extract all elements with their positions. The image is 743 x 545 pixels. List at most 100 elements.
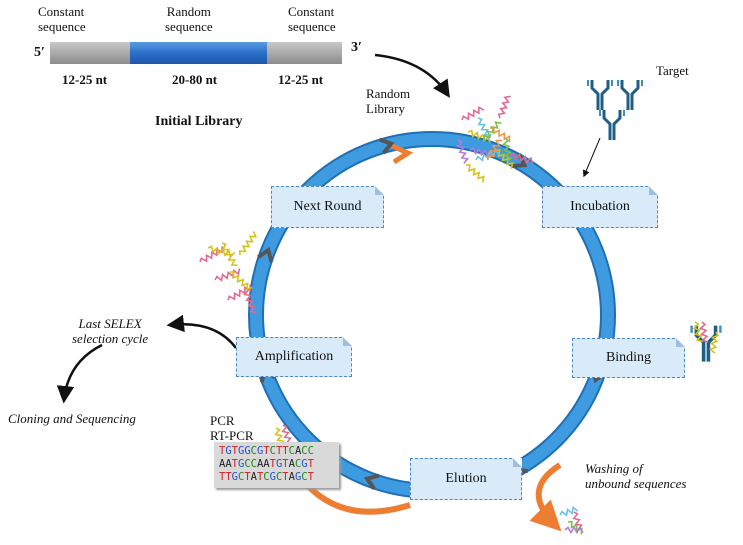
sequence-readout: TGTGGCGTCTTCACC AATGCCAATGTACGT TTGCTATC… — [214, 442, 339, 488]
sequence-base: A — [250, 471, 257, 483]
sequence-base: T — [269, 458, 276, 470]
sequence-base: G — [237, 458, 245, 470]
sequence-base: A — [256, 458, 264, 470]
target-antibodies — [587, 80, 722, 362]
elution-box: Elution — [410, 458, 522, 500]
sequence-base: T — [263, 445, 270, 457]
sequence-base: T — [244, 471, 251, 483]
sequence-base: C — [244, 458, 251, 470]
sequence-base: C — [288, 445, 295, 457]
antibody-icon — [617, 80, 643, 110]
dna-strand — [486, 139, 503, 161]
sequence-base: T — [307, 458, 314, 470]
dna-strand — [489, 126, 511, 143]
library-bar — [50, 42, 342, 64]
sequence-line-3: TTGCTATCGCTAGCT — [219, 471, 339, 484]
dna-strand — [207, 245, 236, 259]
sequence-base: T — [231, 445, 238, 457]
dna-strand — [221, 242, 238, 266]
right-length-label: 12-25 nt — [278, 72, 324, 87]
sequence-base: T — [282, 445, 289, 457]
sequence-base: C — [307, 445, 314, 457]
sequence-base: C — [250, 458, 257, 470]
three-prime-label: 3′ — [351, 40, 362, 55]
antibody-icon — [599, 110, 625, 140]
sequence-base: A — [225, 458, 232, 470]
sequence-base: A — [219, 458, 226, 470]
target-arrow — [582, 137, 601, 178]
dna-strand — [497, 95, 511, 119]
sequence-base: A — [288, 458, 295, 470]
sequence-base: A — [288, 471, 295, 483]
sequence-base: T — [307, 471, 314, 483]
sequence-line-1: TGTGGCGTCTTCACC — [219, 445, 339, 458]
dna-strand — [465, 164, 485, 183]
dna-strand — [502, 137, 513, 163]
last-cycle-arrow — [166, 314, 237, 349]
sequence-base: T — [231, 458, 238, 470]
sequence-base: C — [301, 445, 308, 457]
dna-strand — [567, 520, 583, 535]
sequence-base: G — [275, 458, 283, 470]
library-to-cycle-arrow — [374, 53, 450, 98]
dna-strand — [495, 149, 514, 169]
amplification-box: Amplification — [236, 337, 352, 377]
sequence-base: G — [225, 445, 232, 457]
sequence-base: T — [219, 445, 226, 457]
elution-label: Elution — [445, 471, 487, 486]
sequence-line-2: AATGCCAATGTACGT — [219, 458, 339, 471]
sequence-base: C — [275, 471, 283, 483]
next-round-label: Next Round — [293, 199, 362, 214]
dna-strand — [229, 271, 253, 291]
ring-chevron — [363, 473, 380, 490]
binding-label: Binding — [605, 350, 652, 365]
target-label: Target — [656, 63, 689, 78]
sequence-base: T — [219, 471, 226, 483]
sequence-base: C — [237, 471, 245, 483]
dna-strand — [199, 246, 223, 263]
dna-strand — [572, 511, 583, 531]
sequence-base: G — [237, 445, 245, 457]
dna-strand — [214, 268, 241, 282]
sequence-base: G — [244, 445, 251, 457]
ring-chevron — [257, 246, 274, 263]
dna-strand — [564, 525, 584, 535]
dna-strand — [699, 321, 709, 343]
incubation-box: Incubation — [542, 186, 658, 228]
antibody-icon — [690, 325, 722, 362]
sequence-base: C — [250, 445, 257, 457]
sequence-base: C — [294, 458, 302, 470]
washing-arrow — [529, 462, 562, 532]
orange-start-chevron — [390, 143, 414, 165]
incubation-label: Incubation — [570, 199, 630, 214]
dna-strand — [509, 152, 534, 164]
ring-chevron — [379, 137, 395, 155]
sequence-base: C — [263, 471, 270, 483]
sequence-base: G — [294, 471, 302, 483]
sequence-base: G — [269, 471, 276, 483]
sequence-base: G — [301, 458, 308, 470]
sequence-base: T — [275, 445, 283, 457]
next-round-box: Next Round — [271, 186, 384, 228]
initial-library-caption: Initial Library — [155, 114, 243, 129]
sequence-base: G — [231, 471, 238, 483]
cloning-arrow — [56, 343, 103, 404]
dna-strand — [461, 105, 485, 121]
sequence-base: C — [269, 445, 276, 457]
antibody-icon — [587, 80, 613, 110]
dna-strand — [708, 331, 720, 354]
five-prime-label: 5′ — [34, 45, 45, 60]
dna-strand — [243, 287, 257, 314]
sequence-base: G — [256, 445, 264, 457]
dna-strand — [238, 231, 258, 256]
amplification-label: Amplification — [254, 349, 334, 364]
dna-strand-clusters — [199, 95, 720, 535]
cloning-sequencing-label: Cloning and Sequencing — [8, 411, 136, 426]
binding-box: Binding — [572, 338, 685, 378]
